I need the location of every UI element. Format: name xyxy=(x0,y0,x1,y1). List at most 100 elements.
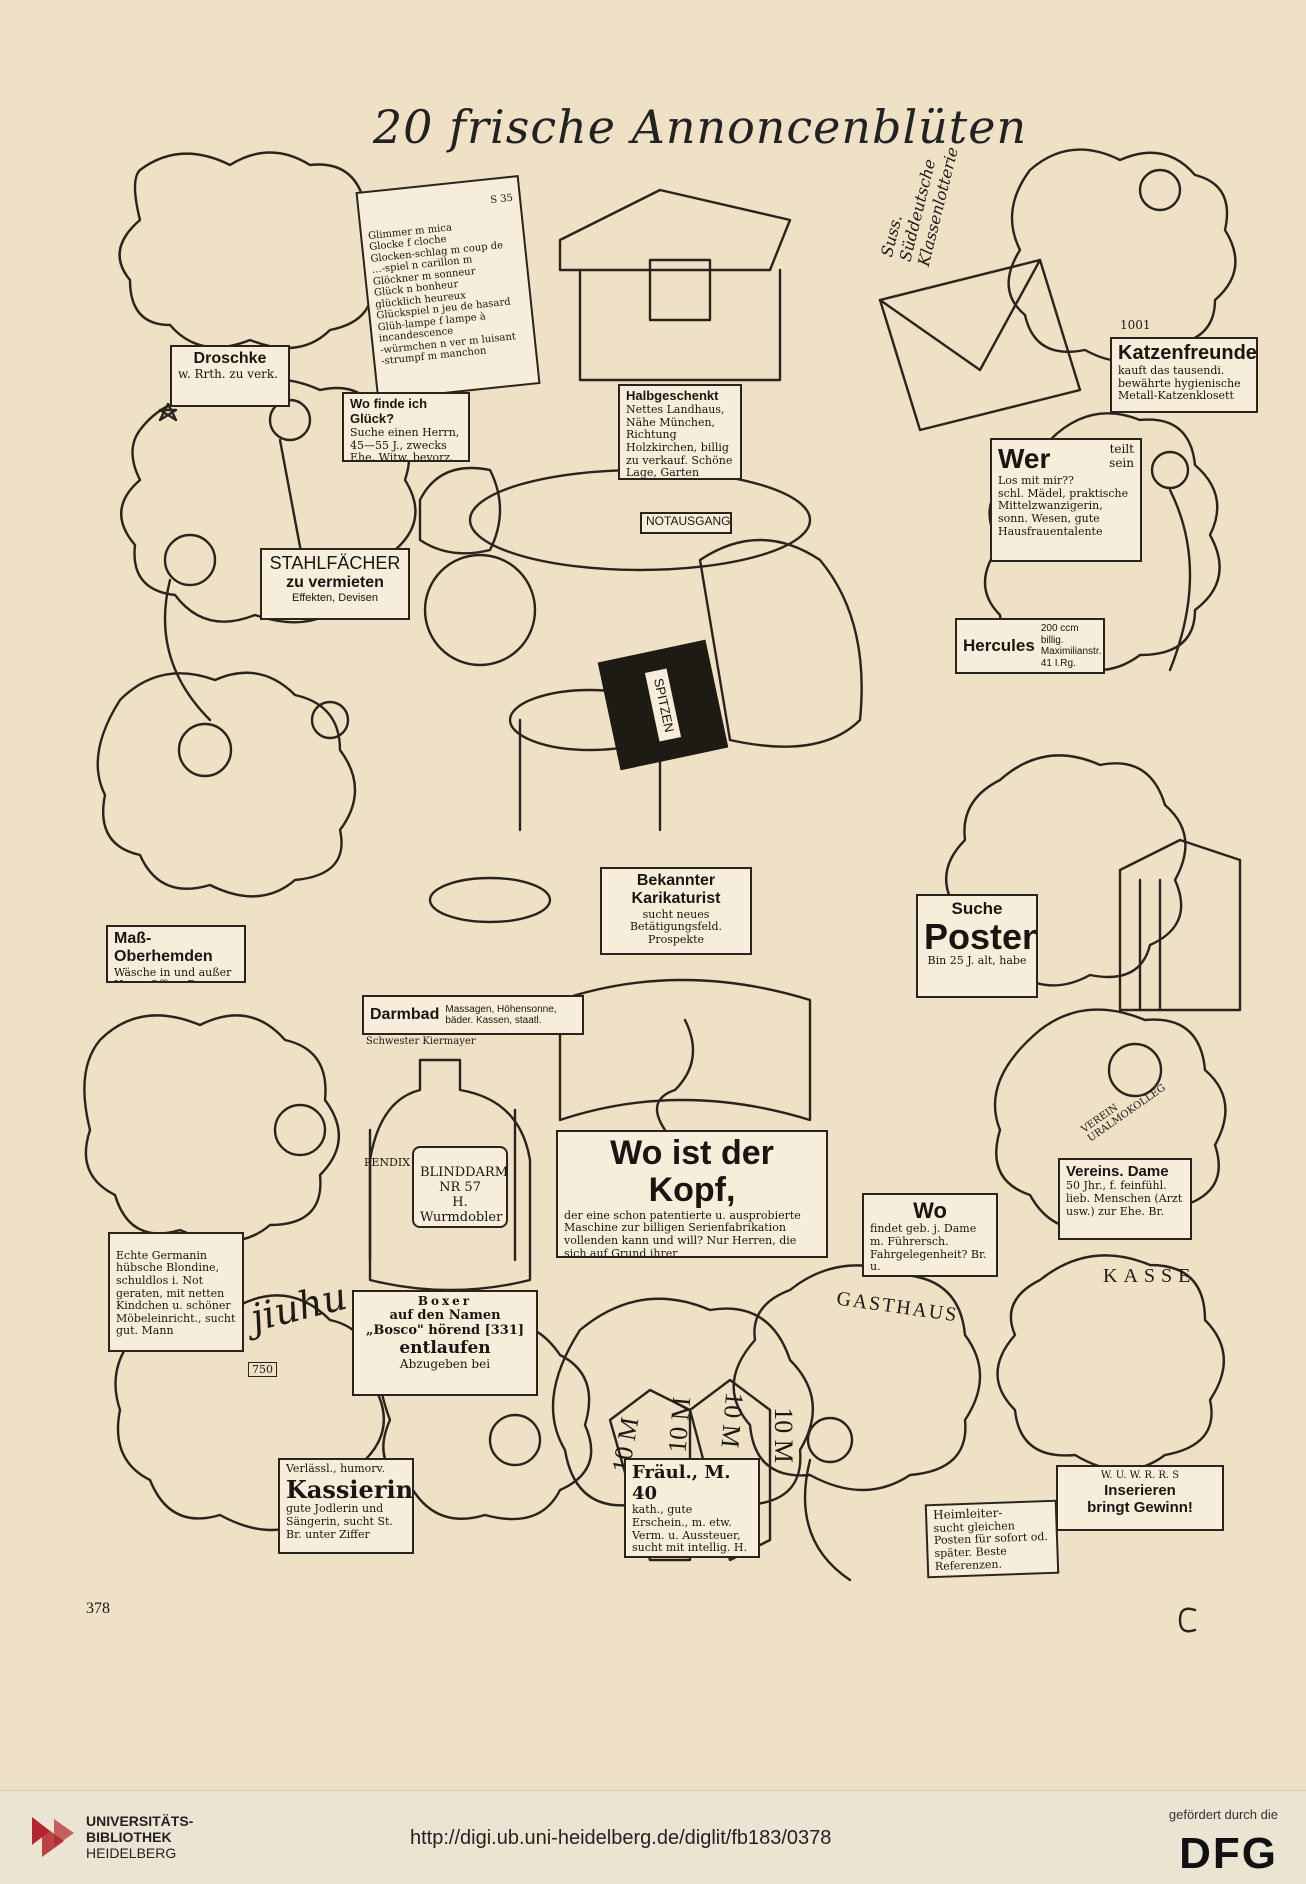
sign-kasse: KASSE xyxy=(1103,1265,1197,1287)
sign-spitzen: SPITZEN xyxy=(597,639,729,771)
library-line-3: HEIDELBERG xyxy=(86,1845,177,1861)
ad-hercules-heading: Hercules xyxy=(963,636,1035,656)
ad-verein-heading: Vereins. Dame xyxy=(1066,1163,1169,1180)
ad-darmbad-body: Massagen, Höhensonne, bäder. Kassen, sta… xyxy=(445,1003,557,1027)
ad-glueck-body: Suche einen Herrn, 45—55 J., zwecks Ehe,… xyxy=(350,425,460,462)
ad-stahl-body: Effekten, Devisen xyxy=(291,592,378,605)
cloud-panel xyxy=(996,1254,1225,1472)
ad-boxer-sub: entlaufen xyxy=(399,1337,491,1358)
ad-hemden-body: Wäsche in und außer Haus. Off. u. R. xyxy=(114,965,232,981)
page-number: 378 xyxy=(86,1600,110,1617)
permalink-url[interactable]: http://digi.ub.uni-heidelberg.de/diglit/… xyxy=(410,1827,832,1849)
ad-kassierin-pre: Verlässl., humorv. xyxy=(286,1462,385,1475)
ad-wer-heading: Wer xyxy=(998,443,1051,474)
ad-droschke-body: w. Rrth. zu verk. xyxy=(178,367,278,382)
ad-wo-heading: Wo xyxy=(913,1198,947,1223)
ad-wo-fahrgelegenheit: Wo findet geb. j. Dame m. Führersch. Fah… xyxy=(862,1193,998,1277)
ad-landhaus: Halbgeschenkt Nettes Landhaus, Nähe Münc… xyxy=(618,384,742,480)
ad-kassierin-body: gute Jodlerin und Sängerin, sucht St. Br… xyxy=(286,1502,393,1541)
cloud-panel xyxy=(945,754,1187,987)
ad-posten-body: Bin 25 J. alt, habe xyxy=(927,953,1027,967)
cloud-panel xyxy=(551,1297,815,1522)
ad-boxer-body: auf den Namen „Bosco" hörend [331] xyxy=(365,1307,525,1338)
library-name: UNIVERSITÄTS- BIBLIOTHEK HEIDELBERG xyxy=(86,1813,193,1861)
ad-heimleiter: Heimleiter- sucht gleichen Posten für so… xyxy=(924,1499,1060,1579)
dfg-logo: DFG xyxy=(1179,1829,1278,1878)
ad-glimmer-dictionary: S 35 Glimmer m mica Glocke f cloche Gloc… xyxy=(355,175,541,401)
ad-heim-body: sucht gleichen Posten für sofort od. spä… xyxy=(933,1518,1049,1573)
ad-hercules-body: 200 ccm billig. Maximilianstr. 41 I.Rg. xyxy=(1040,623,1102,669)
ad-boxer-heading: Boxer xyxy=(417,1294,473,1308)
ad-droschke: Droschke w. Rrth. zu verk. xyxy=(170,345,290,407)
cloud-panel xyxy=(118,151,383,350)
banner-10m-4: 10 M xyxy=(768,1407,798,1463)
ad-kopf-heading: Wo ist der Kopf, xyxy=(610,1134,774,1210)
cloud-panel xyxy=(96,671,357,898)
ad-verein-body: 50 Jhr., f. feinfühl. lieb. Menschen (Ar… xyxy=(1066,1179,1183,1218)
scanned-page: 20 frische Annoncenblüten S 35 Glimmer m… xyxy=(83,100,1258,1633)
sign-spitzen-text: SPITZEN xyxy=(644,667,682,743)
ad-inserieren: W. U. W. R. R. S Inserieren bringt Gewin… xyxy=(1056,1465,1224,1531)
bottle-label-pendix: PENDIX xyxy=(364,1156,411,1169)
ad-karikatur-body: sucht neues Betätigungsfeld. Prospekte xyxy=(629,907,723,947)
ad-inserieren-body: bringt Gewinn! xyxy=(1087,1498,1193,1516)
ad-katzen-body: kauft das tausendi. bewährte hygienische… xyxy=(1118,364,1241,403)
bottle-label-blinddarm: BLINDDARM NR 57 H. Wurmdobler II xyxy=(412,1146,508,1228)
ad-wo-body: findet geb. j. Dame m. Führersch. Fahrge… xyxy=(870,1222,987,1274)
ad-glueck-heading: Wo finde ich Glück? xyxy=(350,396,428,426)
ad-katzenfreunde: Katzenfreunde kauft das tausendi. bewähr… xyxy=(1110,337,1258,413)
ad-suche-posten: Suche Posten Bin 25 J. alt, habe xyxy=(916,894,1038,998)
funded-by-label: gefördert durch die xyxy=(1168,1807,1278,1822)
banner-10m-3: 10 M xyxy=(715,1391,750,1450)
ad-glimmer-corner: S 35 xyxy=(489,192,514,206)
ad-germanin-text: Echte Germanin hübsche Blondine, schuldl… xyxy=(116,1248,236,1338)
ad-droschke-heading: Droschke xyxy=(193,350,267,367)
ad-wer-side: teilt sein xyxy=(1109,442,1134,470)
ad-stahl-sub: zu vermieten xyxy=(286,573,384,591)
cloud-panel xyxy=(1007,148,1237,363)
blinddarm-label-text: BLINDDARM NR 57 H. Wurmdobler II xyxy=(420,1164,508,1226)
ad-boxer-footer: Abzugeben bei xyxy=(399,1357,491,1372)
ad-vereins-dame: Vereins. Dame 50 Jhr., f. feinfühl. lieb… xyxy=(1058,1158,1192,1240)
ad-kassierin: Verlässl., humorv. Kassierin gute Jodler… xyxy=(278,1458,414,1554)
ad-darmbad-heading: Darmbad xyxy=(370,1005,440,1023)
ad-wer-teilt: Wer teilt sein Los mit mir?? schl. Mädel… xyxy=(990,438,1142,562)
sign-notausgang: NOTAUSGANG xyxy=(640,512,732,534)
ad-posten-heading: Posten xyxy=(924,915,1038,957)
ad-darmbad: Darmbad Massagen, Höhensonne, bäder. Kas… xyxy=(362,995,584,1035)
cloud-panel xyxy=(83,1014,340,1243)
library-line-2: BIBLIOTHEK xyxy=(86,1829,172,1845)
page-title: 20 frische Annoncenblüten xyxy=(372,100,1028,154)
footer-bar: UNIVERSITÄTS- BIBLIOTHEK HEIDELBERG http… xyxy=(0,1790,1306,1884)
ad-hemden-heading: Maß-Oberhemden xyxy=(114,930,213,966)
banner-10m-2: 10 M xyxy=(662,1395,697,1454)
ad-katzen-number: 1001 xyxy=(1120,318,1151,332)
heidelberg-library-logo-icon xyxy=(32,1817,74,1857)
ad-fraeul-heading: Fräul., M. 40 xyxy=(632,1462,731,1504)
ad-darmbad-contact: Schwester Kiermayer xyxy=(366,1036,476,1047)
ad-wo-ist-der-kopf: Wo ist der Kopf, der eine schon patentie… xyxy=(556,1130,828,1258)
cloud-panel xyxy=(732,1264,982,1492)
ad-kopf-body: der eine schon patentierte u. ausprobier… xyxy=(564,1208,801,1258)
ad-karikatur-heading: Bekannter Karikaturist xyxy=(631,872,721,908)
ad-karikaturist: Bekannter Karikaturist sucht neues Betät… xyxy=(600,867,752,955)
ad-mass-oberhemden: Maß-Oberhemden Wäsche in und außer Haus.… xyxy=(106,925,246,983)
ad-glimmer-text: Glimmer m mica Glocke f cloche Glocken-s… xyxy=(367,221,517,368)
ad-hercules: Hercules 200 ccm billig. Maximilianstr. … xyxy=(955,618,1105,674)
ad-boxer-entlaufen: Boxer auf den Namen „Bosco" hörend [331]… xyxy=(352,1290,538,1396)
ad-inserieren-top: W. U. W. R. R. S xyxy=(1100,1470,1180,1481)
ad-inserieren-heading: Inserieren xyxy=(1104,1481,1176,1499)
ad-posten-prefix: Suche xyxy=(951,899,1003,918)
ad-landhaus-body: Nettes Landhaus, Nähe München, Richtung … xyxy=(626,402,733,480)
library-line-1: UNIVERSITÄTS- xyxy=(86,1813,194,1829)
ad-echte-germanin: Echte Germanin hübsche Blondine, schuldl… xyxy=(108,1232,244,1352)
ad-stahlfaecher: STAHLFÄCHER zu vermieten Effekten, Devis… xyxy=(260,548,410,620)
ad-landhaus-heading: Halbgeschenkt xyxy=(626,388,719,403)
ad-kassierin-heading: Kassierin xyxy=(286,1474,414,1504)
ad-wo-finde-ich-glueck: Wo finde ich Glück? Suche einen Herrn, 4… xyxy=(342,392,470,462)
sign-notausgang-text: NOTAUSGANG xyxy=(646,514,731,528)
ad-fraeul-body: kath., gute Erschein., m. etw. Verm. u. … xyxy=(632,1503,750,1556)
ad-wer-body: Los mit mir?? schl. Mädel, praktische Mi… xyxy=(998,474,1129,538)
price-tag: 750 xyxy=(248,1362,277,1377)
ad-stahl-heading: STAHLFÄCHER xyxy=(269,553,401,573)
